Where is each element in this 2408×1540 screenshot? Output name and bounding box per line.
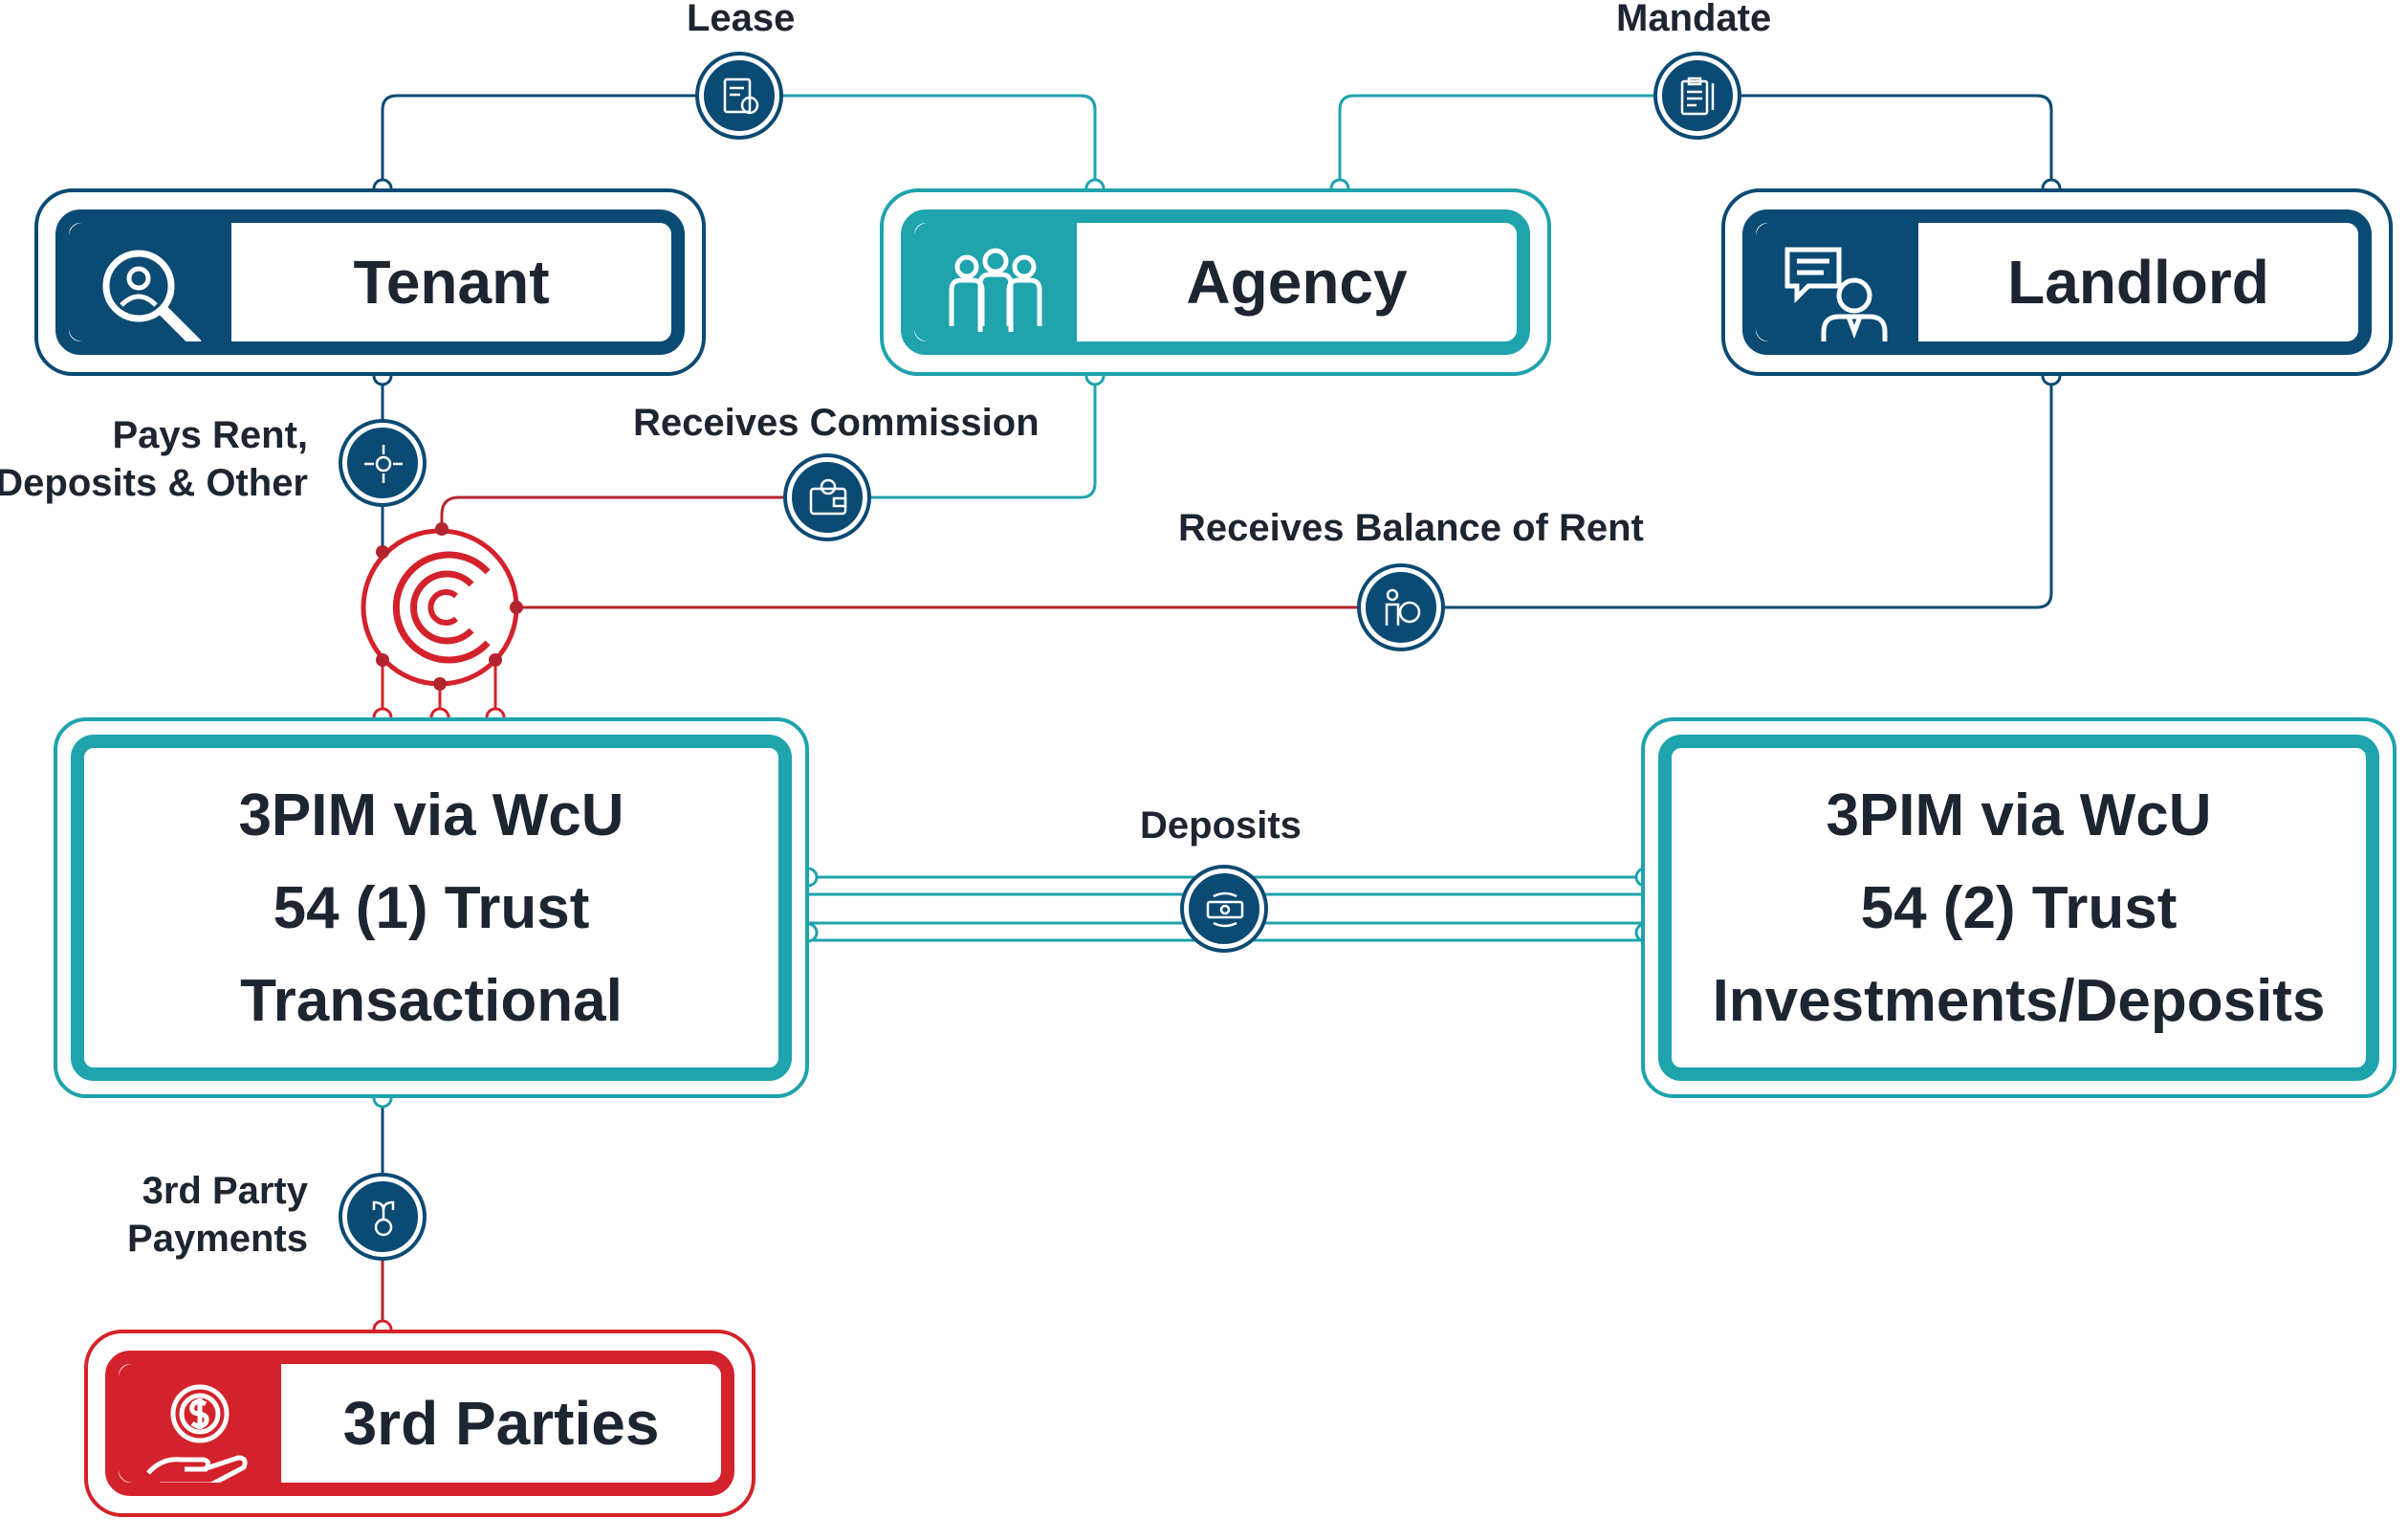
transactional-trust-line-3: Transactional	[240, 967, 623, 1034]
tenant-label: Tenant	[353, 248, 550, 317]
landlord-box[interactable]: Landlord	[1721, 188, 2393, 376]
investments-trust-box[interactable]: 3PIM via WcU 54 (2) Trust Investments/De…	[1641, 717, 2397, 1098]
lease-document-icon	[723, 77, 759, 115]
deposits-label: Deposits	[1140, 804, 1302, 847]
money-arrows-icon	[364, 445, 403, 483]
third-party-payments-label-line-1: 3rd Party	[142, 1170, 308, 1212]
landlord-label: Landlord	[2007, 248, 2269, 317]
transactional-trust-line-2: 54 (1) Trust	[273, 874, 590, 941]
mandate-label: Mandate	[1616, 0, 1772, 39]
deposits-hub	[1184, 869, 1264, 949]
agency-label: Agency	[1186, 248, 1408, 317]
landlord-box-inner: Landlord	[1742, 209, 2372, 355]
third-party-payments-label-line-2: Payments	[127, 1218, 308, 1260]
hand-coin-icon	[146, 1384, 248, 1483]
landlord-chat-icon	[1784, 247, 1888, 341]
agency-box[interactable]: Agency	[880, 188, 1551, 376]
mandate-hub	[1657, 55, 1738, 136]
transactional-trust-line-1: 3PIM via WcU	[238, 781, 624, 848]
third-party-payments-hub	[342, 1177, 423, 1257]
wallet-icon	[809, 478, 847, 516]
receives-commission-label: Receives Commission	[633, 402, 1040, 444]
investments-trust-line-1: 3PIM via WcU	[1826, 781, 2212, 848]
balance-hub	[1361, 567, 1441, 648]
third-parties-icon-cell	[119, 1364, 281, 1483]
tenant-search-icon	[102, 250, 202, 341]
third-parties-box-inner: 3rd Parties	[105, 1351, 734, 1496]
commission-hub	[787, 457, 867, 538]
pays-rent-label-line-2: Deposits & Other	[0, 462, 308, 504]
transactional-trust-box[interactable]: 3PIM via WcU 54 (1) Trust Transactional	[54, 717, 809, 1098]
third-parties-label: 3rd Parties	[342, 1389, 660, 1458]
agency-icon-cell	[914, 223, 1077, 341]
investments-trust-line-3: Investments/Deposits	[1712, 967, 2326, 1034]
pays-rent-hub	[342, 423, 423, 503]
money-split-icon	[372, 1200, 395, 1237]
mandate-clipboard-icon	[1680, 77, 1715, 116]
lease-hub	[699, 55, 779, 136]
lease-label: Lease	[687, 0, 796, 39]
cash-exchange-icon	[1206, 891, 1244, 928]
third-parties-box[interactable]: 3rd Parties	[84, 1330, 755, 1517]
investments-trust-inner: 3PIM via WcU 54 (2) Trust Investments/De…	[1658, 735, 2379, 1081]
tenant-box[interactable]: Tenant	[34, 188, 706, 376]
person-money-icon	[1385, 588, 1421, 626]
agency-box-inner: Agency	[901, 209, 1530, 355]
people-group-icon	[949, 248, 1042, 332]
landlord-icon-cell	[1756, 223, 1918, 341]
receives-balance-label: Receives Balance of Rent	[1178, 507, 1644, 549]
investments-trust-line-2: 54 (2) Trust	[1860, 874, 2178, 941]
pays-rent-label-line-1: Pays Rent,	[112, 414, 308, 456]
tenant-icon-cell	[69, 223, 231, 341]
tenant-box-inner: Tenant	[55, 209, 685, 355]
transactional-trust-inner: 3PIM via WcU 54 (1) Trust Transactional	[71, 735, 792, 1081]
